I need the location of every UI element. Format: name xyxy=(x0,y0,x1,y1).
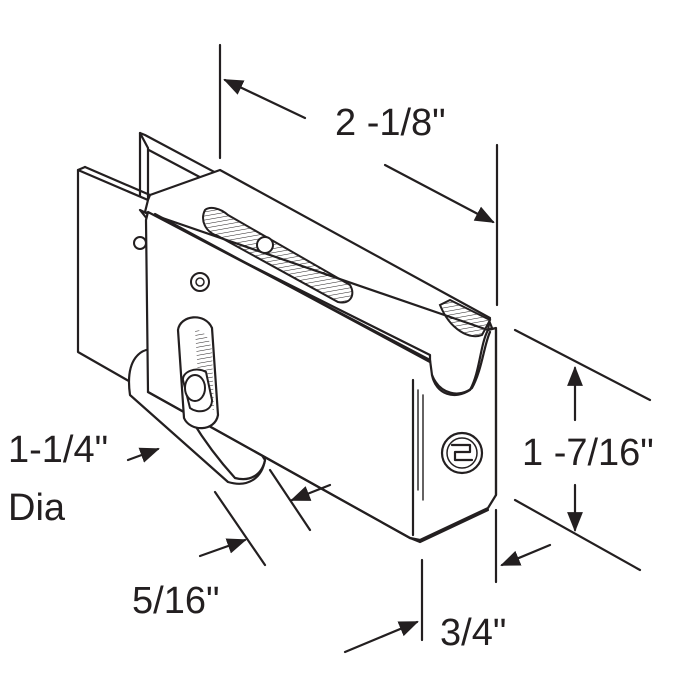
height-label: 1 -7/16" xyxy=(522,432,654,474)
rivet xyxy=(190,272,210,292)
wheel-diameter-label: 1-1/4" xyxy=(8,429,108,471)
axle-slot xyxy=(176,316,220,430)
adjustment-slot xyxy=(202,206,354,304)
wheel-width-label: 5/16" xyxy=(132,580,219,622)
dimension-length: 2 -1/8" xyxy=(218,43,499,307)
adjustment-screw xyxy=(440,431,484,475)
roller-housing xyxy=(76,131,498,544)
length-label: 2 -1/8" xyxy=(335,102,446,144)
dimension-wheel-diameter: 1-1/4" Dia xyxy=(8,429,160,529)
dimension-housing-width: 3/4" xyxy=(343,508,552,654)
wheel-diameter-suffix: Dia xyxy=(8,487,66,529)
housing-width-label: 3/4" xyxy=(440,612,506,654)
dimension-wheel-width: 5/16" xyxy=(132,468,332,622)
dimension-height: 1 -7/16" xyxy=(513,328,654,572)
